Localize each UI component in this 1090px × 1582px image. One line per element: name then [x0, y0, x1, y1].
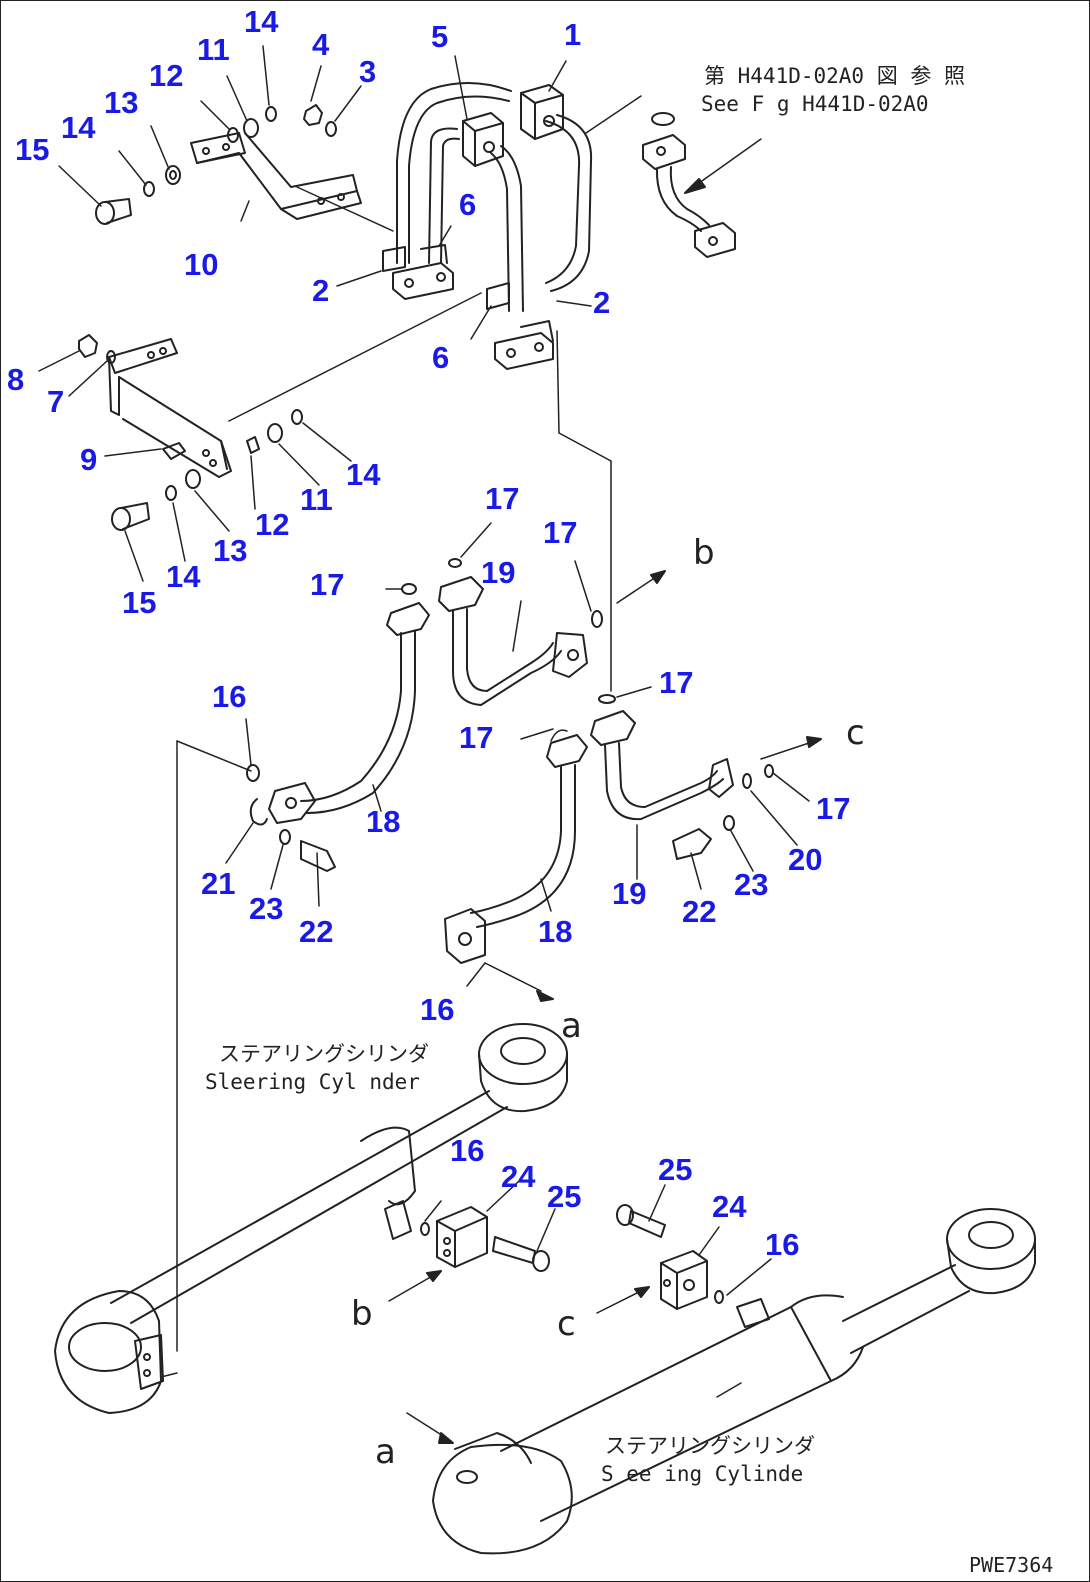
callout-11: 11 — [300, 482, 333, 517]
washers-top — [143, 104, 337, 197]
callout-10: 10 — [184, 247, 219, 282]
bracket-10 — [190, 132, 362, 220]
callout-23: 23 — [734, 867, 769, 902]
cylinder-label-lower-en: S ee ing Cylinde — [601, 1462, 804, 1486]
figure-reference-jp: 第 H441D-02A0 図 参 照 — [704, 64, 966, 88]
hardware-9-group — [78, 334, 303, 531]
hose-19-middle — [438, 558, 588, 706]
connection-arrows — [388, 570, 822, 1444]
connection-letter-a: a — [561, 1006, 582, 1046]
connection-letter-b: b — [693, 533, 715, 573]
hose-18-right — [444, 729, 588, 964]
callout-2: 2 — [312, 273, 330, 308]
figure-reference-en: See F g H441D-02A0 — [701, 92, 929, 116]
callout-17: 17 — [543, 515, 578, 550]
cylinder-label-lower-jp: ステアリングシリンダ — [605, 1434, 815, 1458]
leader-lines-top — [58, 45, 592, 340]
callout-16: 16 — [450, 1133, 485, 1168]
callout-14: 14 — [346, 457, 381, 492]
callout-13: 13 — [104, 85, 139, 120]
callout-17: 17 — [310, 567, 345, 602]
callout-1: 1 — [564, 17, 582, 52]
callout-12: 12 — [149, 58, 184, 93]
split-flanges-2-6 — [382, 244, 554, 370]
hose-19-right — [590, 694, 774, 821]
callout-2: 2 — [593, 285, 611, 320]
callout-16: 16 — [212, 679, 247, 714]
callout-20: 20 — [788, 842, 823, 877]
drawing-code: PWE7364 — [969, 1553, 1054, 1577]
callout-18: 18 — [538, 914, 573, 949]
callout-21: 21 — [201, 866, 236, 901]
callout-13: 13 — [213, 533, 248, 568]
callout-6: 6 — [432, 340, 450, 375]
hose-18-left — [268, 583, 430, 824]
callout-9: 9 — [80, 442, 98, 477]
callout-15: 15 — [122, 585, 157, 620]
tube-1 — [490, 84, 642, 312]
callout-19: 19 — [612, 876, 647, 911]
loose-orings — [246, 610, 735, 872]
connection-letter-c: c — [557, 1304, 576, 1344]
connection-letter-b: b — [351, 1294, 373, 1334]
callout-23: 23 — [249, 891, 284, 926]
callout-17: 17 — [659, 665, 694, 700]
callout-22: 22 — [682, 894, 717, 929]
callout-17: 17 — [816, 791, 851, 826]
callout-14: 14 — [166, 559, 201, 594]
callout-7: 7 — [47, 384, 65, 419]
leader-lines-mid — [38, 350, 352, 582]
callout-12: 12 — [255, 507, 290, 542]
leader-lines-hoses — [225, 522, 810, 992]
block-24-left — [420, 1180, 556, 1272]
steering-cylinder-upper — [54, 1023, 568, 1414]
callout-24: 24 — [712, 1189, 747, 1224]
callout-16: 16 — [420, 992, 455, 1027]
callout-24: 24 — [501, 1159, 536, 1194]
block-24-right — [616, 1184, 772, 1310]
callout-25: 25 — [547, 1179, 582, 1214]
callout-16: 16 — [765, 1227, 800, 1262]
callout-6: 6 — [459, 187, 477, 222]
reference-lines — [176, 186, 612, 1352]
connection-letter-a: a — [375, 1432, 396, 1472]
callout-4: 4 — [312, 27, 330, 62]
callout-15: 15 — [15, 132, 50, 167]
callout-14: 14 — [61, 110, 96, 145]
callout-18: 18 — [366, 804, 401, 839]
callout-17: 17 — [485, 481, 520, 516]
callout-3: 3 — [359, 54, 377, 89]
callout-14: 14 — [244, 4, 279, 39]
callout-11: 11 — [197, 32, 230, 67]
steering-cylinder-lower — [432, 1208, 1036, 1555]
callout-19: 19 — [481, 555, 516, 590]
cylinder-label-upper-en: Sleering Cyl nder — [205, 1070, 420, 1094]
callout-22: 22 — [299, 914, 334, 949]
reference-fitting — [642, 112, 762, 258]
callout-8: 8 — [7, 362, 25, 397]
connection-letter-c: c — [846, 713, 865, 753]
cylinder-label-upper-jp: ステアリングシリンダ — [219, 1042, 429, 1066]
callout-25: 25 — [658, 1152, 693, 1187]
bracket-9 — [108, 338, 232, 478]
callout-5: 5 — [431, 19, 449, 54]
tube-5 — [396, 82, 512, 264]
callout-17: 17 — [459, 720, 494, 755]
bolt-15-top — [95, 198, 132, 225]
